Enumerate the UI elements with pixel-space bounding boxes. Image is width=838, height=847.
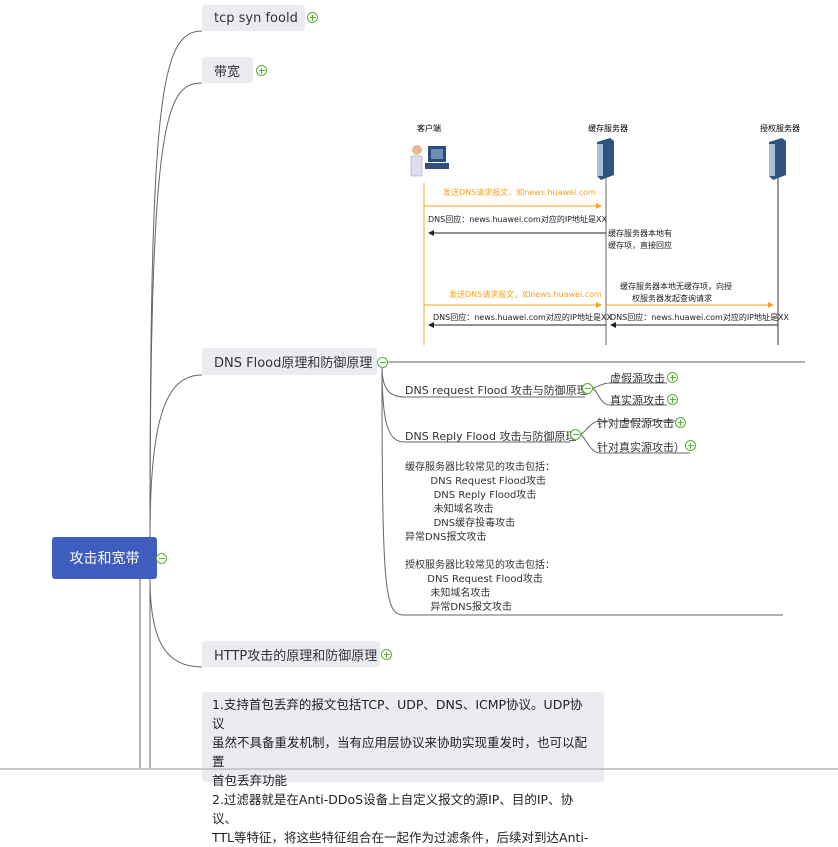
actor-cache-server: 缓存服务器: [588, 123, 628, 133]
note-cache-hit-2: 缓存项，直接回应: [608, 240, 672, 250]
node-label: 带宽: [214, 64, 241, 80]
note-cache-hit-1: 缓存服务器本地有: [608, 228, 672, 238]
note-line: 缓存服务器比较常见的攻击包括：: [405, 462, 555, 473]
note-line: DNS Reply Flood攻击: [405, 490, 537, 501]
msg-response-1: DNS回应：news.huawei.com对应的IP地址是XX: [428, 214, 607, 224]
node-dns-flood[interactable]: DNS Flood原理和防御原理: [202, 348, 377, 375]
collapse-icon[interactable]: [570, 429, 581, 440]
msg-response-3: DNS回应：news.huawei.com对应的IP地址是XX: [610, 312, 789, 322]
node-fake-source[interactable]: 虚假源攻击: [610, 372, 665, 385]
auth-server-icon: [769, 138, 786, 180]
collapse-icon[interactable]: [377, 357, 388, 368]
msg-request-2: 发送DNS请求报文，如news.huawei.com: [449, 289, 602, 299]
note-line: 虽然不具备重发机制，当有应用层协议来协助实现重发时，也可以配置: [212, 735, 588, 769]
node-label: DNS Flood原理和防御原理: [214, 356, 373, 371]
node-reply-fake-source[interactable]: 针对虚假源攻击: [597, 417, 674, 430]
bottom-border: [0, 768, 838, 770]
root-label: 攻击和宽带: [69, 551, 140, 567]
note-cache-miss-1: 缓存服务器本地无缓存项，向授: [620, 281, 732, 291]
note-line: 异常DNS报文攻击: [405, 532, 487, 543]
msg-request-1: 发送DNS请求报文，如news.huawei.com: [443, 187, 596, 197]
note-line: [405, 545, 555, 559]
expand-icon[interactable]: [675, 417, 686, 428]
expand-icon[interactable]: [685, 440, 696, 451]
expand-icon[interactable]: [667, 394, 678, 405]
note-line: DNS Request Flood攻击: [405, 574, 543, 585]
actor-auth-server: 授权服务器: [760, 123, 800, 133]
connector-lines: [139, 30, 805, 770]
node-reply-real-source[interactable]: 针对真实源攻击）: [597, 441, 685, 454]
expand-icon[interactable]: [307, 12, 318, 23]
note-line: 首包丢弃功能: [212, 773, 288, 788]
expand-icon[interactable]: [381, 649, 392, 660]
node-tcp-syn-flood[interactable]: tcp syn foold: [202, 5, 305, 31]
node-label: HTTP攻击的原理和防御原理: [214, 648, 378, 664]
note-line: 授权服务器比较常见的攻击包括：: [405, 560, 555, 571]
actor-client: 客户端: [417, 123, 441, 133]
node-label: tcp syn foold: [214, 10, 298, 26]
root-node[interactable]: 攻击和宽带: [52, 537, 157, 579]
note-line: 1.支持首包丢弃的报文包括TCP、UDP、DNS、ICMP协议。UDP协议: [212, 697, 583, 731]
note-line: DNS Request Flood攻击: [405, 476, 547, 487]
note-line: 异常DNS报文攻击: [405, 602, 512, 613]
node-dns-reply-flood[interactable]: DNS Reply Flood 攻击与防御原理: [405, 430, 577, 443]
node-bandwidth[interactable]: 带宽: [202, 57, 253, 83]
client-computer-icon: [410, 145, 449, 177]
dns-attack-notes[interactable]: 缓存服务器比较常见的攻击包括： DNS Request Flood攻击 DNS …: [405, 461, 555, 615]
cache-server-icon: [597, 138, 614, 180]
note-line: DNS缓存投毒攻击: [405, 518, 516, 529]
note-line: 未知域名攻击: [405, 588, 491, 599]
dns-sequence-diagram: 客户端 缓存服务器 授权服务器 发送DNS请求报文，如news.huawei.c…: [410, 123, 800, 345]
node-dns-request-flood[interactable]: DNS request Flood 攻击与防御原理: [405, 384, 588, 397]
expand-icon[interactable]: [667, 372, 678, 383]
collapse-icon[interactable]: [156, 553, 167, 564]
node-real-source[interactable]: 真实源攻击: [610, 394, 665, 407]
note-line: 未知域名攻击: [405, 504, 494, 515]
note-cache-miss-2: 权服务器发起查询请求: [632, 293, 712, 303]
expand-icon[interactable]: [256, 65, 267, 76]
node-note-text[interactable]: 1.支持首包丢弃的报文包括TCP、UDP、DNS、ICMP协议。UDP协议 虽然…: [202, 692, 604, 845]
note-line: TTL等特征，将这些特征组合在一起作为过滤条件，后续对到达Anti-: [212, 830, 589, 845]
msg-response-2: DNS回应：news.huawei.com对应的IP地址是XX: [433, 312, 612, 322]
collapse-icon[interactable]: [582, 383, 593, 394]
node-http-attack[interactable]: HTTP攻击的原理和防御原理: [202, 641, 380, 667]
note-line: 2.过滤器就是在Anti-DDoS设备上自定义报文的源IP、目的IP、协议、: [212, 792, 574, 826]
